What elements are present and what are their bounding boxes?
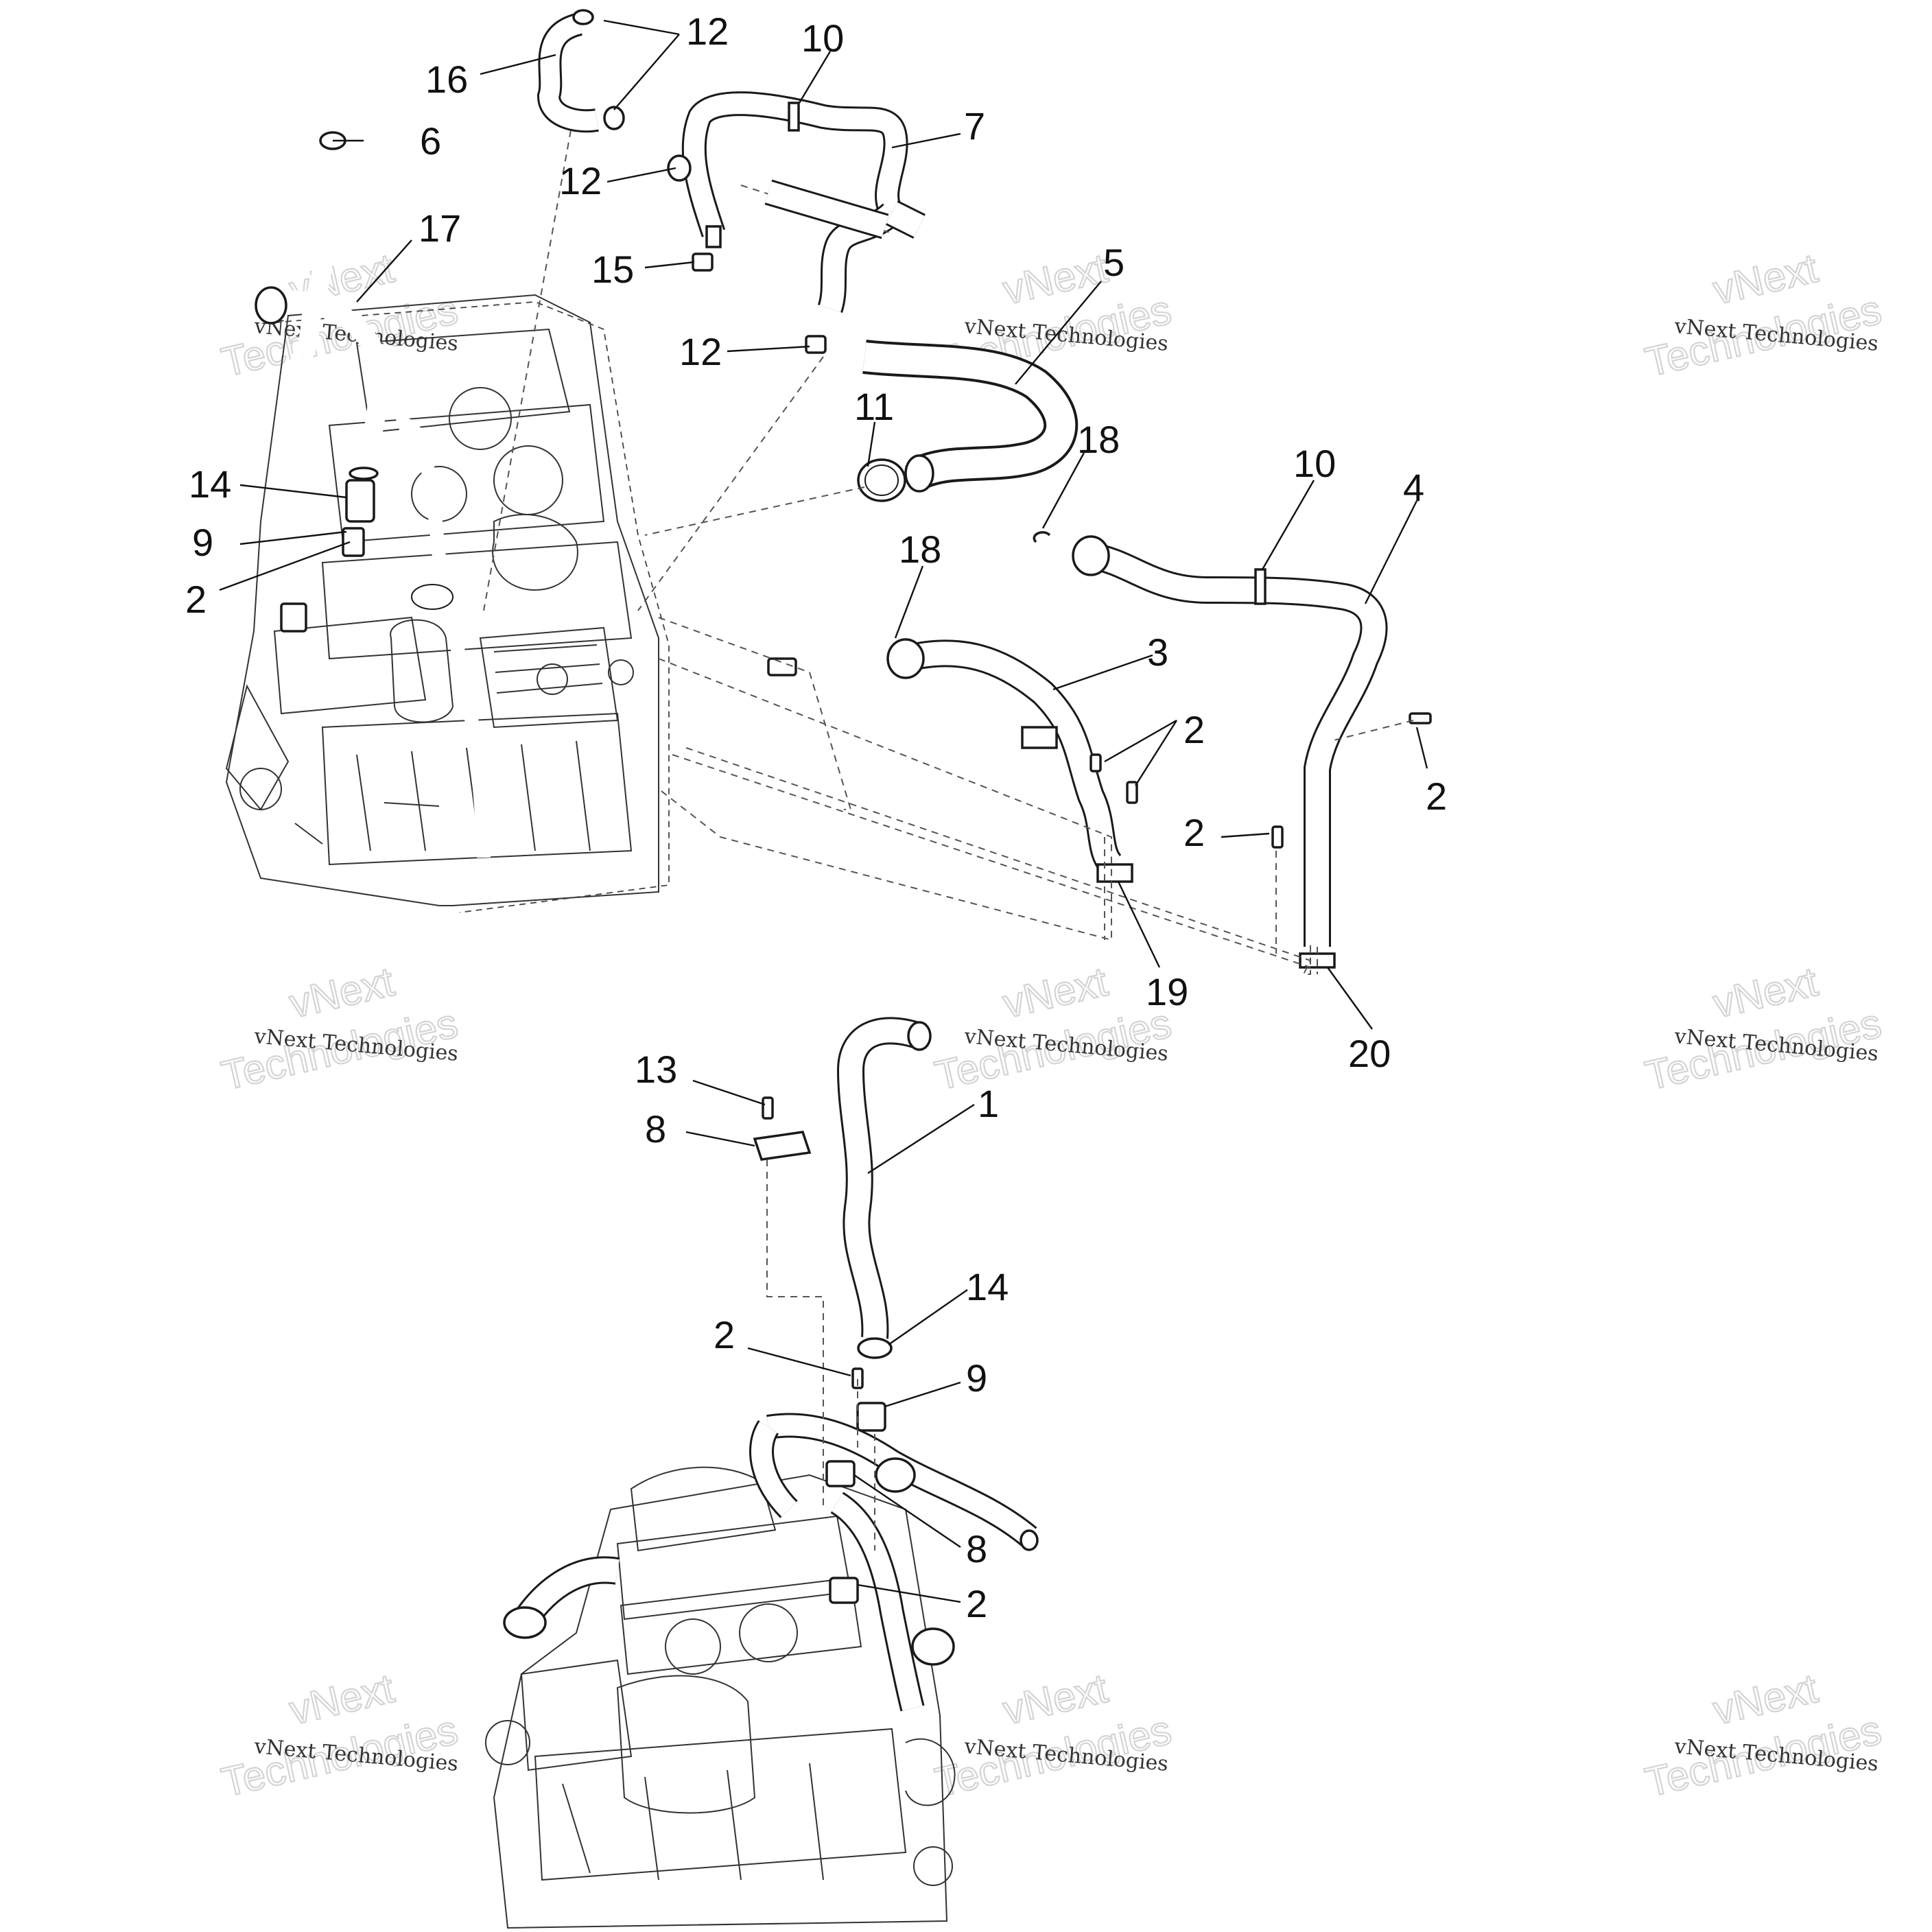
loose-parts — [537, 9, 1432, 1432]
callout-11: 11 — [854, 385, 894, 428]
callout-8: 8 — [966, 1527, 987, 1570]
callout-5: 5 — [1103, 241, 1124, 284]
callout-9: 9 — [192, 521, 213, 564]
callout-10: 10 — [1293, 442, 1336, 485]
part-14-clamp — [857, 1337, 893, 1359]
watermark: vNext Technologies — [1640, 1664, 1887, 1806]
part-2-bolt — [1271, 825, 1284, 849]
callout-19: 19 — [1146, 970, 1188, 1013]
part-12-clamp — [805, 335, 827, 354]
part-12-clamp — [667, 154, 692, 182]
callout-12: 12 — [559, 159, 602, 202]
callout-14: 14 — [189, 462, 231, 506]
part-10-clip — [1254, 568, 1267, 605]
part-2-bolt — [851, 1367, 864, 1389]
callout-18: 18 — [899, 528, 941, 571]
callout-3: 3 — [1147, 631, 1168, 674]
part-12-clamp — [572, 9, 594, 25]
watermark: vNext Technologies — [1640, 244, 1887, 386]
part-19-fitting — [1096, 863, 1133, 883]
watermark: vNext Technologies — [930, 1664, 1177, 1806]
callout-14: 14 — [966, 1265, 1009, 1308]
callout-10: 10 — [801, 16, 844, 60]
callout-2: 2 — [1183, 811, 1205, 854]
callout-2: 2 — [1426, 775, 1447, 818]
part-9-fitting — [856, 1402, 886, 1432]
callout-12: 12 — [686, 10, 729, 53]
part-2-bolt — [1089, 753, 1102, 773]
engine-bottom-view — [485, 1413, 1039, 1929]
callout-9: 9 — [966, 1356, 987, 1400]
sensor — [767, 657, 797, 676]
part-18-clip — [1033, 531, 1051, 543]
part-2-bolt — [1126, 781, 1138, 804]
callout-1: 1 — [978, 1082, 999, 1125]
watermark: vNext Technologies — [217, 1664, 463, 1806]
callout-15: 15 — [591, 248, 634, 291]
callout-16: 16 — [425, 58, 468, 101]
callout-18: 18 — [1077, 418, 1120, 461]
dashed-connectors — [483, 130, 1414, 1551]
watermark: vNext Technologies — [930, 958, 1177, 1100]
callout-8: 8 — [645, 1107, 666, 1151]
part-10-clip — [788, 102, 800, 132]
callout-6: 6 — [420, 119, 441, 163]
callout-4: 4 — [1403, 466, 1424, 509]
callout-2: 2 — [185, 578, 207, 621]
part-12-clamp — [603, 106, 625, 130]
callout-17: 17 — [419, 207, 461, 250]
leader-lines — [219, 19, 1428, 1603]
part-15-clip — [692, 252, 714, 272]
callout-labels: 16 12 10 7 6 12 17 15 12 5 11 18 10 4 14… — [185, 10, 1447, 1625]
callout-7: 7 — [964, 104, 985, 148]
watermark: vNext Technologies — [1640, 958, 1887, 1100]
part-8-bracket — [753, 1131, 812, 1161]
part-13-bolt — [762, 1096, 774, 1120]
callout-2: 2 — [714, 1313, 735, 1356]
watermark: vNext Technologies — [217, 958, 463, 1100]
engine-top-view — [225, 131, 670, 913]
callout-12: 12 — [679, 330, 722, 373]
callout-2: 2 — [966, 1582, 987, 1625]
part-15-clip — [705, 225, 722, 248]
callout-13: 13 — [635, 1048, 677, 1091]
callout-20: 20 — [1348, 1032, 1391, 1075]
part-2-bolt — [1409, 712, 1432, 724]
callout-2: 2 — [1183, 708, 1205, 751]
